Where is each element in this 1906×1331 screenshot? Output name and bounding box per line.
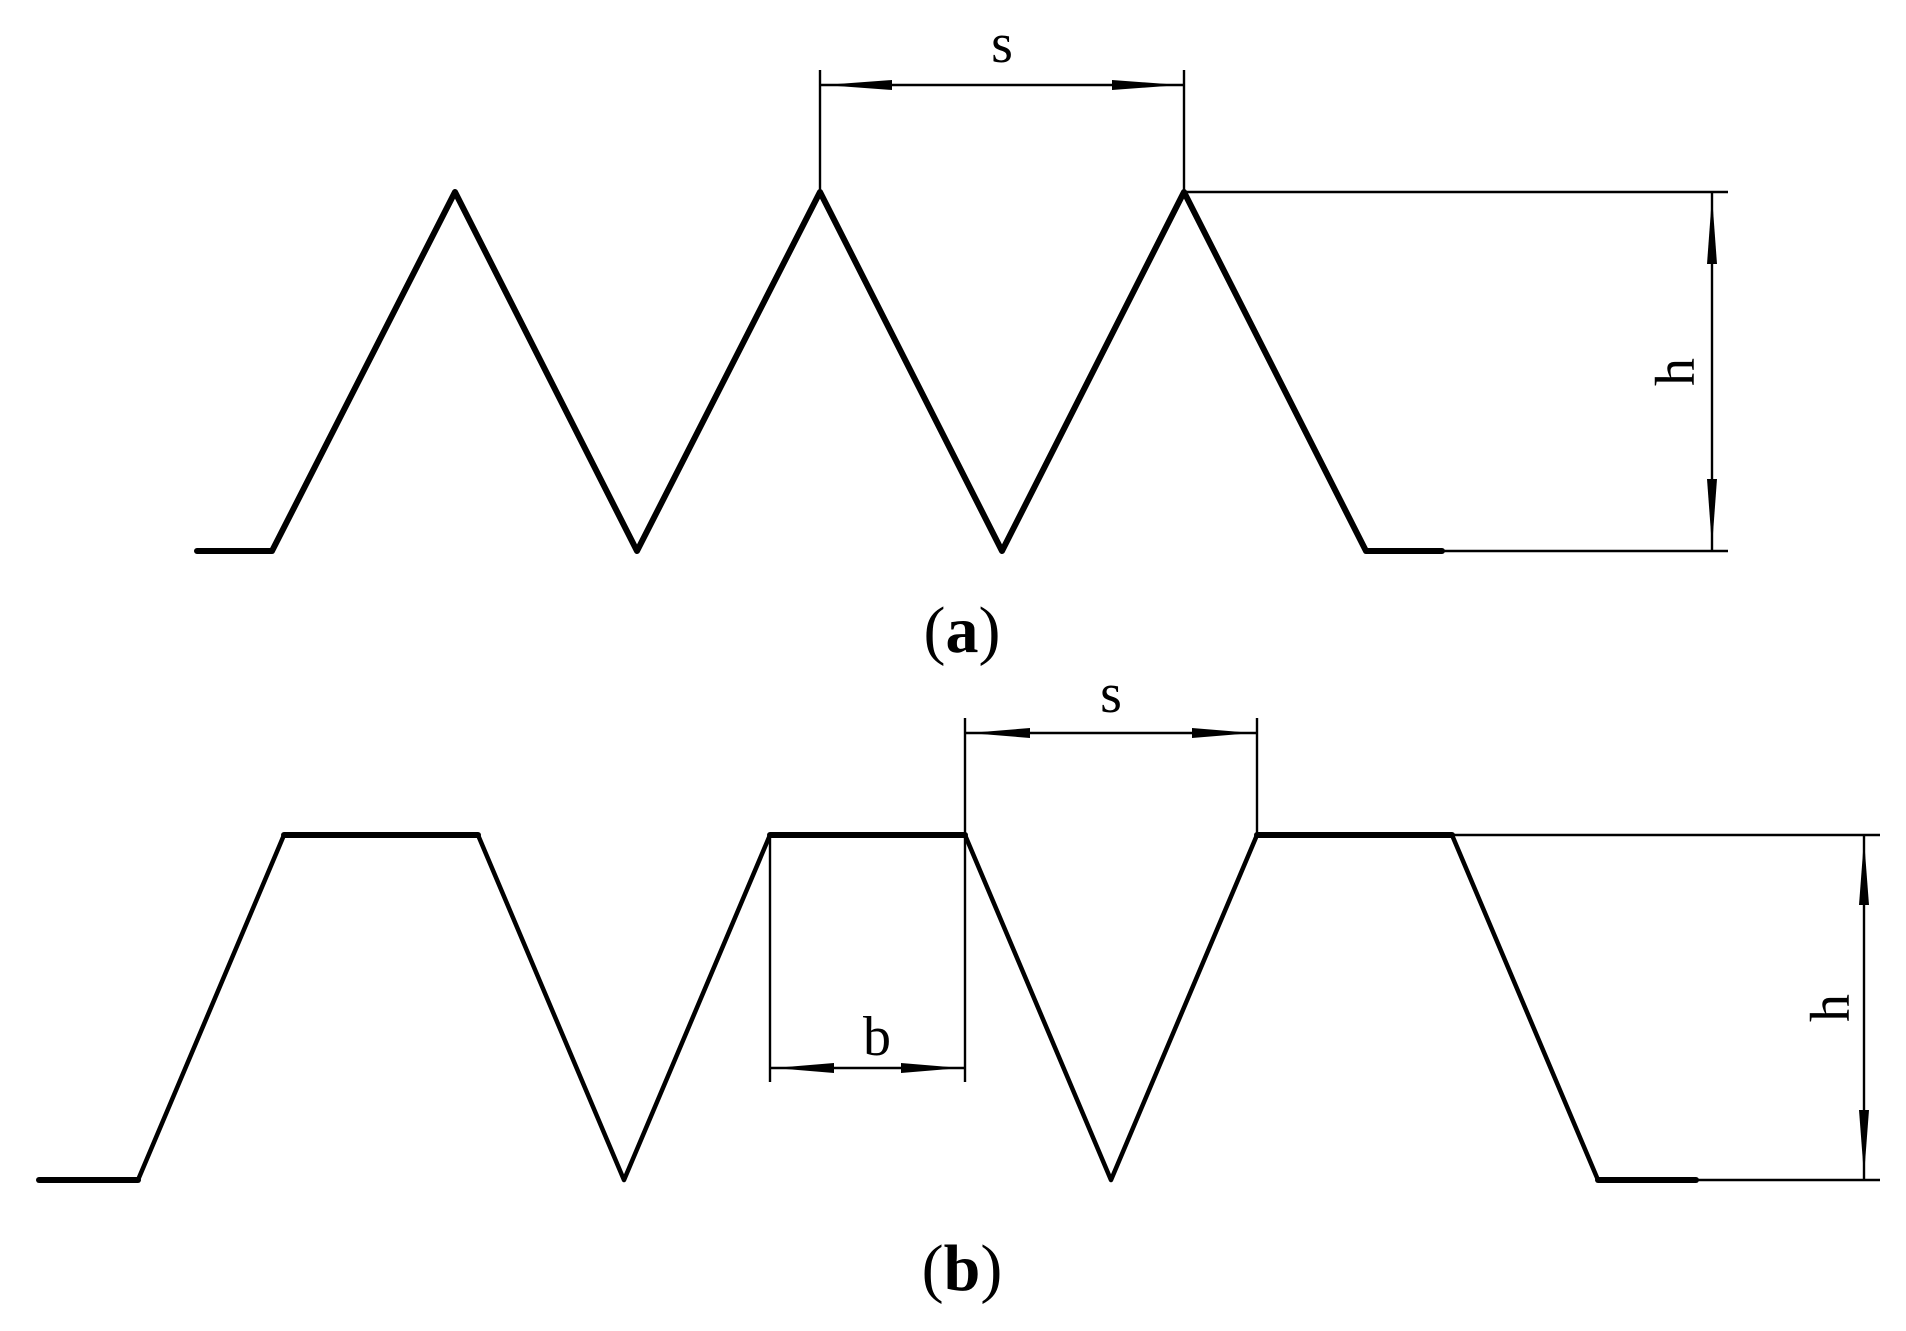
- panel-a: s h (a): [194, 13, 1728, 667]
- flat-width-dimension-b: b: [768, 835, 967, 1082]
- triangular-profile: [194, 189, 1445, 554]
- pitch-dimension-a: s: [818, 13, 1186, 192]
- pitch-dimension-b: s: [963, 663, 1259, 835]
- arrow-right-icon: [901, 1063, 961, 1073]
- flat-width-label-b: b: [863, 1006, 891, 1068]
- arrow-up-icon: [1859, 839, 1869, 905]
- height-dimension-b: h: [1452, 833, 1880, 1182]
- caption-a: (a): [924, 594, 1001, 667]
- arrow-left-icon: [824, 80, 892, 90]
- caption-letter-a: a: [946, 594, 979, 667]
- height-label-h: h: [1645, 358, 1707, 386]
- caption-close-paren: ): [980, 1232, 1002, 1305]
- caption-open-paren: (: [922, 1232, 944, 1305]
- arrow-left-icon: [774, 1063, 834, 1073]
- caption-close-paren: ): [979, 594, 1001, 667]
- pitch-label-s: s: [1100, 663, 1122, 725]
- caption-open-paren: (: [924, 594, 946, 667]
- arrow-down-icon: [1707, 479, 1717, 547]
- caption-letter-b: b: [944, 1232, 981, 1305]
- arrow-up-icon: [1707, 196, 1717, 264]
- pitch-label-s: s: [991, 13, 1013, 75]
- arrow-right-icon: [1192, 728, 1253, 738]
- arrow-down-icon: [1859, 1110, 1869, 1176]
- height-dimension-a: h: [1184, 190, 1728, 553]
- arrow-left-icon: [969, 728, 1030, 738]
- height-label-h: h: [1800, 994, 1862, 1022]
- arrow-right-icon: [1112, 80, 1180, 90]
- panel-b: s b h (b): [36, 663, 1880, 1305]
- caption-b: (b): [922, 1232, 1003, 1305]
